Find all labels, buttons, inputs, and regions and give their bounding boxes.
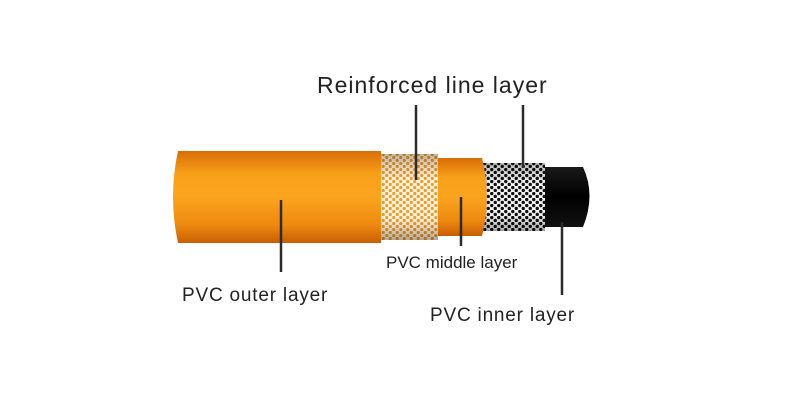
orange-reinforced-braid	[381, 154, 438, 240]
label-reinforced-line-layer: Reinforced line layer	[317, 72, 548, 98]
black-reinforced-braid	[483, 163, 545, 231]
label-pvc-inner-layer: PVC inner layer	[430, 305, 576, 326]
pvc-inner-layer	[540, 167, 590, 227]
pvc-outer-layer	[173, 151, 381, 243]
label-pvc-middle-layer: PVC middle layer	[386, 253, 518, 272]
label-pvc-outer-layer: PVC outer layer	[182, 285, 329, 306]
